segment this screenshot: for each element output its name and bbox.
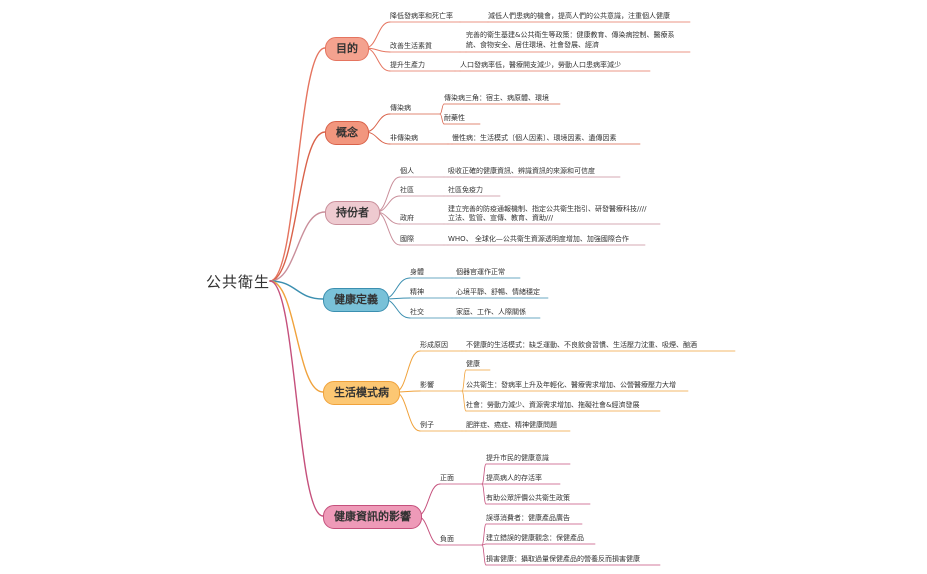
detail-text[interactable]: 心境平靜、舒暢、情緒穩定 [456, 288, 540, 296]
subtopic-label[interactable]: 影響 [420, 381, 434, 389]
detail-text[interactable]: WHO、 全球化—公共衛生資源透明度增加、加強國際合作 [448, 235, 629, 243]
detail-text[interactable]: 吸收正確的健康資訊、辨識資訊的來源和可信度 [448, 167, 595, 175]
connector-subtopic-detail [481, 523, 487, 546]
topic-purpose[interactable]: 目的 [325, 37, 369, 61]
detail-text[interactable]: 立法、監管、宣傳、教育、資助/// [448, 214, 554, 222]
subtopic-label[interactable]: 國際 [400, 235, 414, 243]
subtopic-label[interactable]: 社區 [400, 186, 414, 194]
connector-subtopic-detail [439, 113, 445, 125]
connector-root-topic [269, 280, 324, 393]
detail-text[interactable]: 人口發病率低，醫療開支減少，勞動人口患病率減少 [460, 61, 621, 69]
topic-concept[interactable]: 概念 [325, 121, 369, 145]
detail-text[interactable]: 減低人們患病的機會，提高人們的公共意識，注重個人健康 [488, 12, 670, 20]
connector-subtopic-detail [481, 463, 487, 485]
subtopic-label[interactable]: 精神 [410, 288, 424, 296]
subtopic-label[interactable]: 形成原因 [420, 341, 448, 349]
connector-subtopic-detail [481, 544, 487, 566]
subtopic-label[interactable]: 提升生產力 [390, 61, 425, 69]
detail-text[interactable]: 建立錯誤的健康觀念：保健產品 [486, 534, 584, 542]
subtopic-label[interactable]: 傳染病 [390, 104, 411, 112]
detail-text[interactable]: 有助公眾評價公共衛生政策 [486, 494, 570, 502]
connector-root-topic [269, 280, 324, 517]
detail-text[interactable]: 提升市民的健康意識 [486, 454, 549, 462]
detail-text[interactable]: 個器官運作正常 [456, 268, 505, 276]
connector-root-topic [269, 131, 326, 282]
subtopic-label[interactable]: 身體 [410, 268, 424, 276]
detail-text[interactable]: 健康 [466, 360, 480, 368]
topic-health-definition[interactable]: 健康定義 [323, 288, 389, 312]
detail-text[interactable]: 不健康的生活模式：缺乏運動、不良飲食習慣、生活壓力沈重、吸煙、酗酒 [466, 341, 697, 349]
detail-text[interactable]: 社會：勞動力減少、資源需求增加、拖礙社會&經濟發展 [466, 401, 640, 409]
connector-topic-subtopic [375, 176, 401, 213]
subtopic-label[interactable]: 個人 [400, 167, 414, 175]
detail-text[interactable]: 社區免疫力 [448, 186, 483, 194]
detail-text[interactable]: 建立完善的防疫通報機制、指定公共衛生指引、研發醫療科技//// [448, 205, 647, 213]
subtopic-label[interactable]: 社交 [410, 308, 424, 316]
subtopic-label[interactable]: 負面 [440, 535, 454, 543]
subtopic-label[interactable]: 降低發病率和死亡率 [390, 12, 453, 20]
connector-subtopic-detail [461, 369, 467, 392]
detail-text[interactable]: 完善的衛生基建&公共衛生等政策：健康教育、傳染病控制、醫療系 [466, 31, 675, 39]
subtopic-label[interactable]: 例子 [420, 421, 434, 429]
topic-lifestyle-disease[interactable]: 生活模式病 [323, 381, 400, 405]
subtopic-label[interactable]: 政府 [400, 214, 414, 222]
detail-text[interactable]: 慢性病：生活模式〔個人因素〕、環境因素、遺傳因素 [452, 134, 617, 142]
connector-subtopic-detail [481, 483, 487, 505]
detail-text[interactable]: 肥胖症、癌症、精神健康問題 [466, 421, 557, 429]
root-node[interactable]: 公共衛生 [206, 273, 271, 291]
connector-root-topic [269, 47, 326, 282]
connector-topic-subtopic [364, 21, 391, 49]
subtopic-label[interactable]: 非傳染病 [390, 134, 418, 142]
subtopic-label[interactable]: 改善生活素質 [390, 42, 432, 50]
detail-text[interactable]: 提高病人的存活率 [486, 474, 542, 482]
detail-text[interactable]: 耐藥性 [444, 114, 465, 122]
connector-root-topic [269, 280, 324, 300]
detail-text[interactable]: 統、食物安全、居住環境、社會發展、經濟 [466, 41, 599, 49]
detail-text[interactable]: 家庭、工作、人際關係 [456, 308, 526, 316]
topic-health-info-impact[interactable]: 健康資訊的影響 [323, 505, 422, 529]
connector-subtopic-detail [439, 103, 445, 115]
detail-text[interactable]: 公共衛生：發病率上升及年輕化、醫療需求增加、公營醫療壓力大增 [466, 381, 676, 389]
subtopic-label[interactable]: 正面 [440, 474, 454, 482]
connector-root-topic [269, 211, 326, 282]
connector-topic-subtopic [394, 350, 421, 393]
connector-subtopic-detail [461, 390, 467, 412]
detail-text[interactable]: 誤導消費者：健康產品廣告 [486, 514, 570, 522]
topic-stakeholders[interactable]: 持份者 [325, 201, 380, 225]
detail-text[interactable]: 損害健康：攝取過量保健產品的營養反而損害健康 [486, 555, 640, 563]
detail-text[interactable]: 傳染病三角：宿主、病原體、環境 [444, 94, 549, 102]
